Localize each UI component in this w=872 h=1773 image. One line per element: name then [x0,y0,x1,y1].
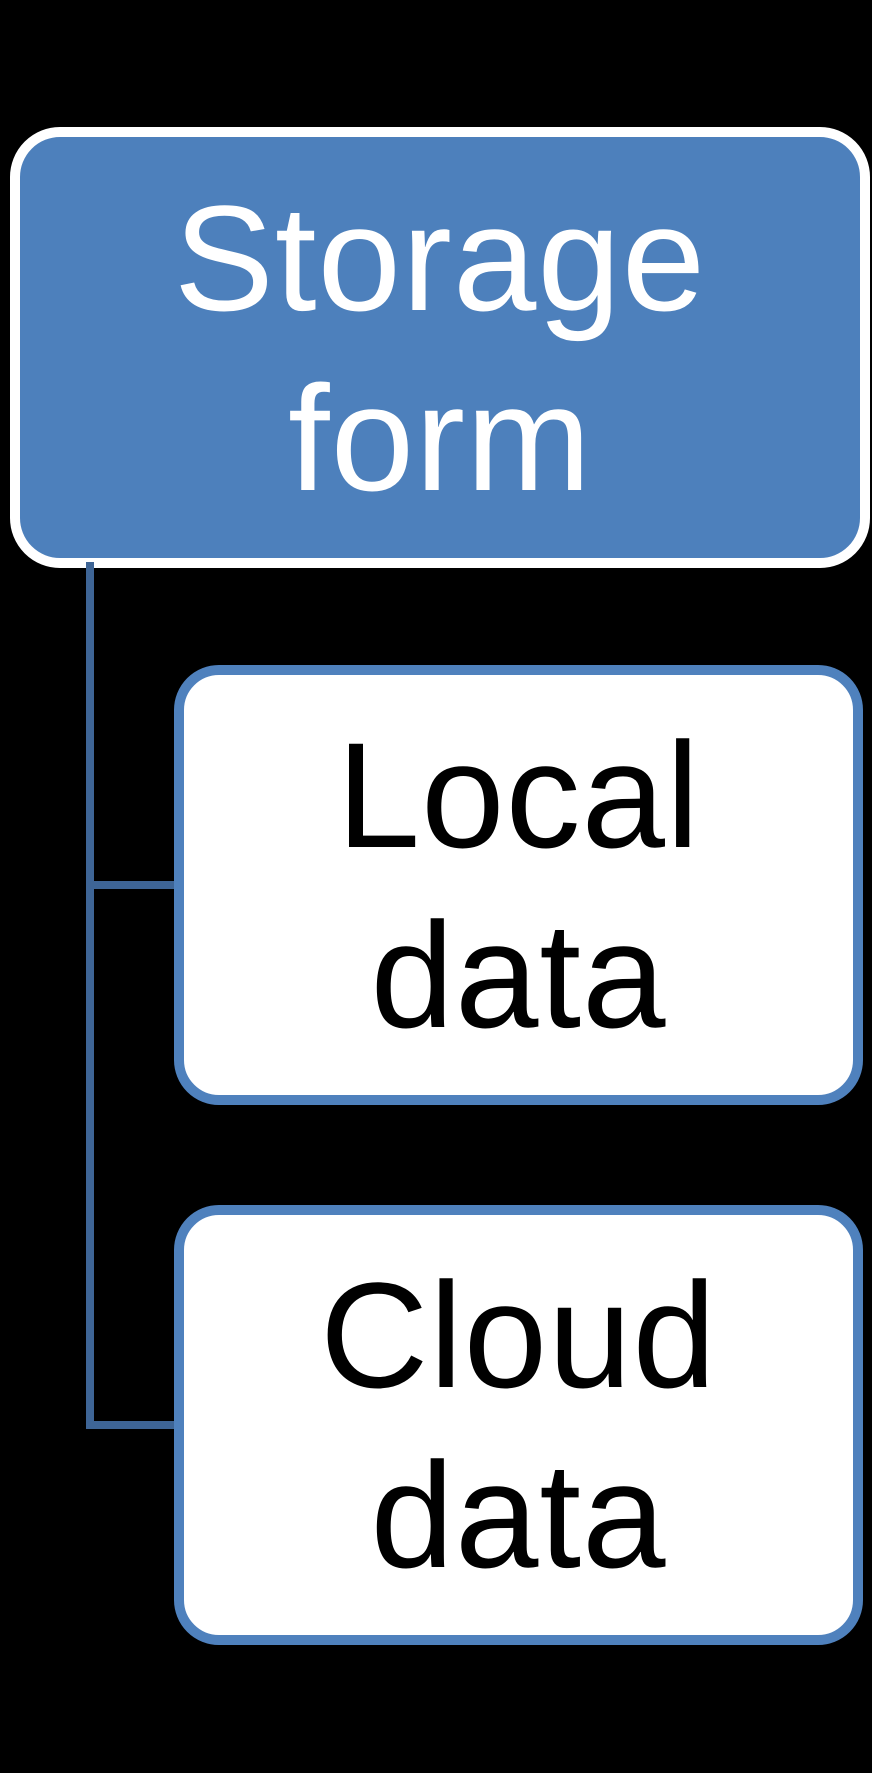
root-node-label: Storage form [173,173,707,522]
root-node-storage-form: Storage form [10,127,870,568]
connector-vertical-line [86,562,94,1429]
child-node-local-label: Local data [336,711,701,1059]
child-node-local-data: Local data [174,665,863,1105]
connector-branch-local [86,881,178,889]
child-node-cloud-data: Cloud data [174,1205,863,1645]
connector-branch-cloud [86,1421,178,1429]
child-node-cloud-label: Cloud data [320,1251,717,1599]
